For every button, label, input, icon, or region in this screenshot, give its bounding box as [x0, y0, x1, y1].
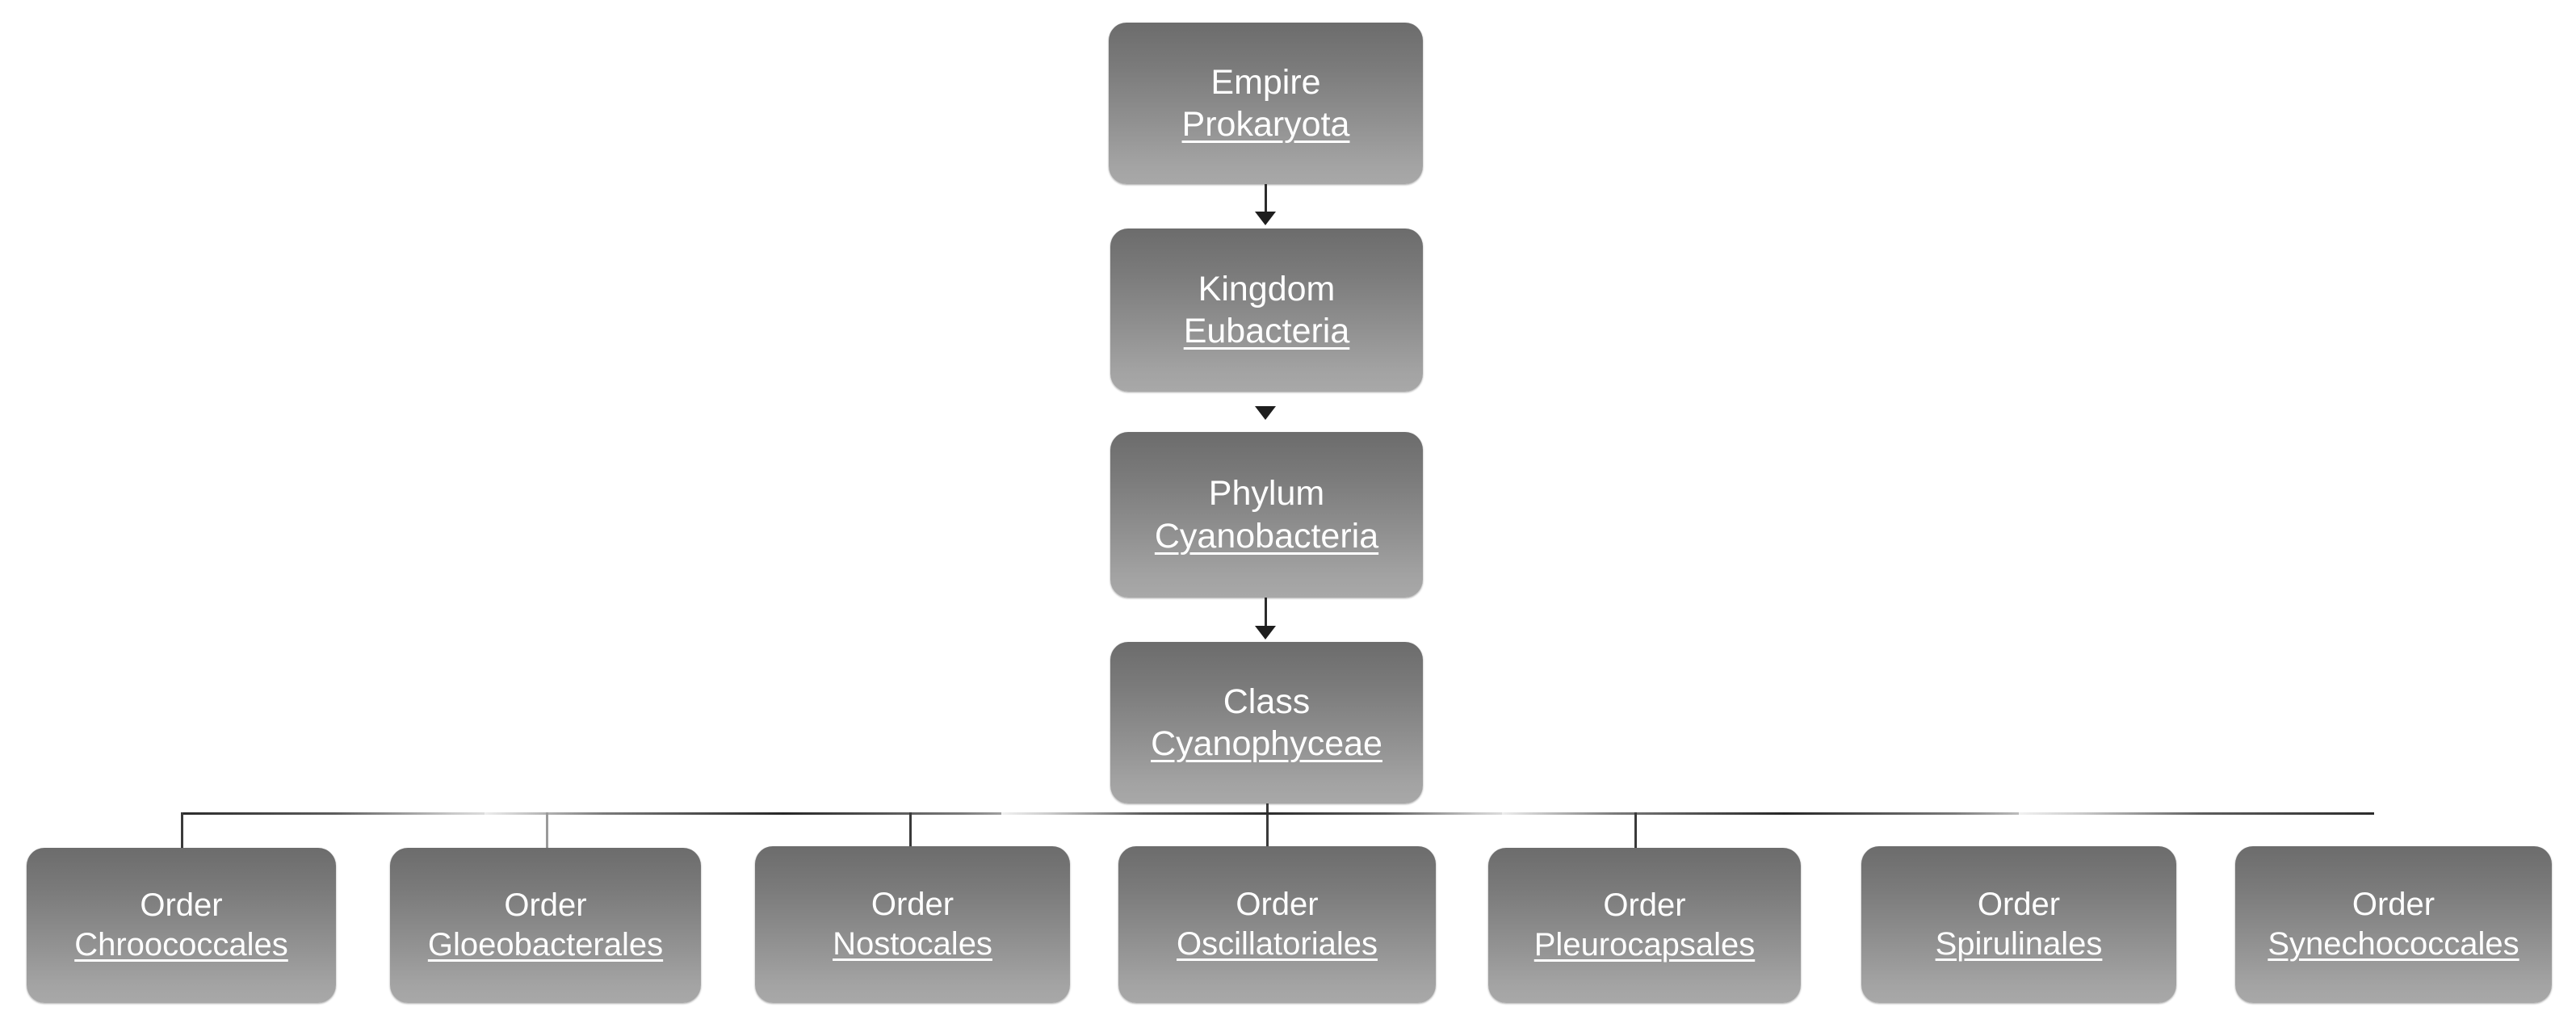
- taxon-box-order-oscillatoriales[interactable]: Order Oscillatoriales: [1118, 846, 1436, 1003]
- taxon-rank-label: Kingdom: [1198, 269, 1336, 308]
- taxon-box-order-nostocales[interactable]: Order Nostocales: [755, 846, 1070, 1003]
- taxon-name-label: Oscillatoriales: [1177, 926, 1378, 962]
- taxon-name-label: Spirulinales: [1935, 926, 2103, 962]
- taxon-box-order-gloeobacterales[interactable]: Order Gloeobacterales: [390, 848, 701, 1003]
- taxon-name-label: Cyanobacteria: [1154, 516, 1379, 556]
- taxon-rank-label: Phylum: [1208, 474, 1325, 514]
- arrowhead-phylum-class: [1255, 626, 1276, 640]
- connector-phylum-class: [1265, 598, 1267, 631]
- taxon-name-label: Chroococcales: [74, 927, 288, 963]
- taxon-name-label: Gloeobacterales: [427, 927, 664, 963]
- taxon-rank-label: Order: [2352, 887, 2435, 923]
- taxon-box-order-chroococcales[interactable]: Order Chroococcales: [27, 848, 336, 1003]
- taxon-name-label: Synechococcales: [2268, 926, 2519, 962]
- taxon-name-label: Nostocales: [833, 926, 992, 962]
- connector-bus-to-nostocales: [909, 812, 912, 848]
- connector-bus-to-pleurocapsales: [1634, 812, 1637, 849]
- branch-bus-segment-left: [182, 812, 521, 815]
- connector-empire-kingdom: [1265, 184, 1267, 216]
- taxon-rank-label: Class: [1223, 682, 1311, 721]
- branch-bus-segment-center-left: [485, 812, 1082, 815]
- taxon-rank-label: Order: [871, 887, 954, 923]
- taxon-box-order-pleurocapsales[interactable]: Order Pleurocapsales: [1488, 848, 1801, 1003]
- arrowhead-kingdom-phylum: [1255, 406, 1276, 420]
- taxon-rank-label: Order: [1236, 887, 1319, 923]
- taxon-box-phylum[interactable]: Phylum Cyanobacteria: [1110, 432, 1423, 598]
- connector-bus-to-chroococcales: [181, 812, 183, 849]
- branch-bus-segment-right: [1502, 812, 2067, 815]
- branch-bus-segment-center: [1001, 812, 1276, 815]
- branch-bus-segment-far-right: [2019, 812, 2374, 815]
- taxon-rank-label: Order: [140, 887, 223, 924]
- taxon-rank-label: Order: [1977, 887, 2061, 923]
- taxon-box-empire[interactable]: Empire Prokaryota: [1109, 23, 1423, 184]
- taxon-box-order-spirulinales[interactable]: Order Spirulinales: [1861, 846, 2176, 1003]
- taxon-name-label: Pleurocapsales: [1533, 927, 1756, 963]
- taxon-box-order-synechococcales[interactable]: Order Synechococcales: [2235, 846, 2552, 1003]
- taxon-box-class[interactable]: Class Cyanophyceae: [1110, 642, 1423, 803]
- arrowhead-empire-kingdom: [1255, 212, 1276, 225]
- taxon-name-label: Eubacteria: [1183, 312, 1350, 350]
- connector-class-to-bus: [1266, 803, 1269, 848]
- taxon-name-label: Cyanophyceae: [1151, 724, 1382, 763]
- connector-bus-to-gloeobacterales: [546, 812, 548, 849]
- taxon-rank-label: Order: [504, 887, 587, 924]
- taxon-rank-label: Order: [1603, 887, 1686, 924]
- taxon-rank-label: Empire: [1210, 62, 1321, 102]
- taxon-box-kingdom[interactable]: Kingdom Eubacteria: [1110, 229, 1423, 392]
- taxon-name-label: Prokaryota: [1181, 105, 1350, 144]
- branch-bus-segment-center-right: [1265, 812, 1531, 815]
